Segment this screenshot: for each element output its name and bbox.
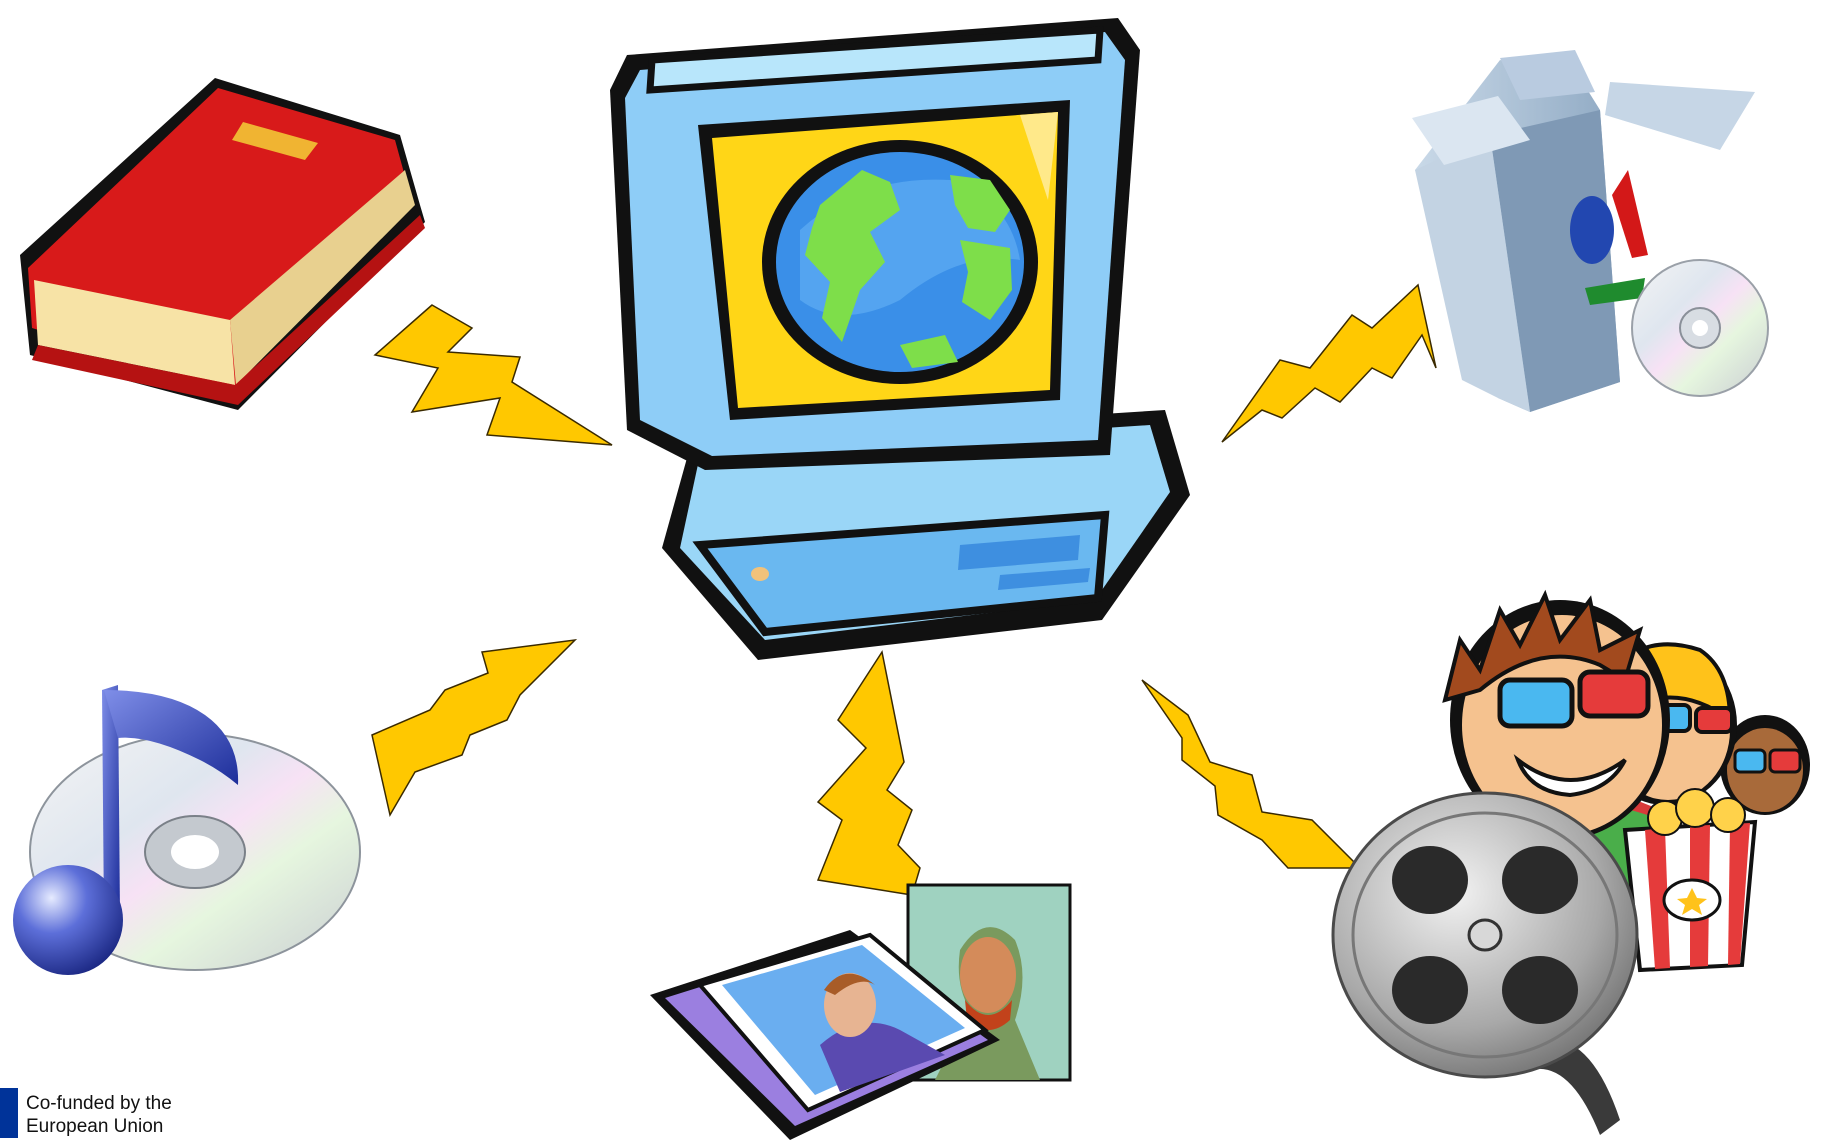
bolt-to-book: [375, 305, 612, 445]
bolt-to-software: [1222, 285, 1436, 442]
pictures-icon: [650, 885, 1070, 1140]
music-cd-icon: [13, 685, 360, 975]
eu-flag-icon: [0, 1088, 18, 1138]
eu-cofunding-footer: Co-funded by the European Union: [0, 1088, 260, 1141]
cofunding-text: Co-funded by the European Union: [26, 1092, 172, 1138]
bolt-to-pictures: [818, 652, 920, 895]
book-icon: [20, 78, 425, 410]
bolt-to-music: [372, 640, 575, 815]
cofunding-line-1: Co-funded by the: [26, 1092, 172, 1115]
software-box-icon: [1412, 50, 1768, 412]
computer-globe-icon: [610, 18, 1190, 660]
movies-icon: [1333, 595, 1810, 1135]
cofunding-line-2: European Union: [26, 1115, 172, 1138]
bolt-to-movies: [1142, 680, 1360, 868]
